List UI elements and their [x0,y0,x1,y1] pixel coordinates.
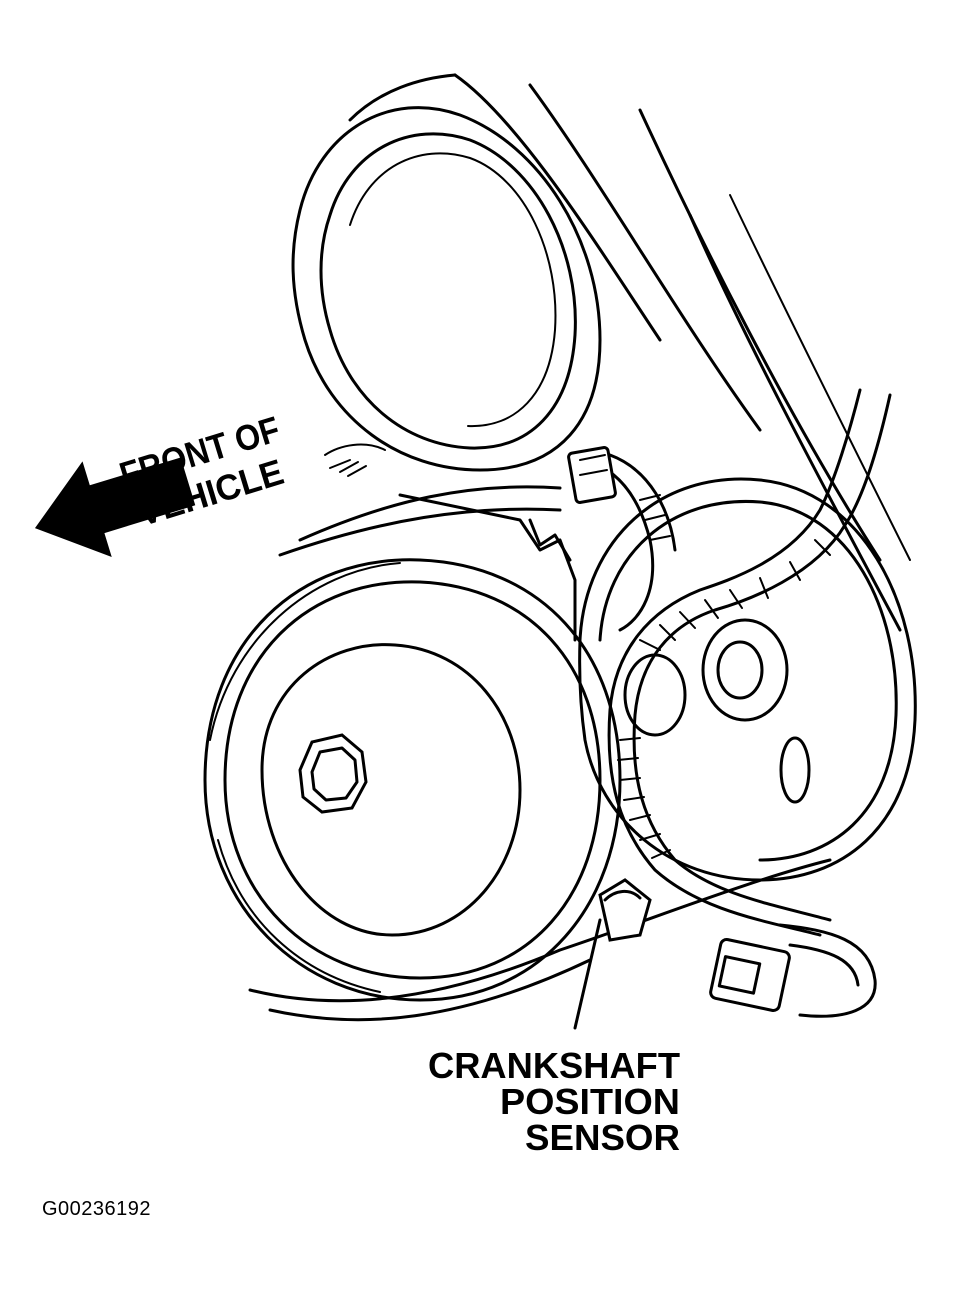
crank-sensor-ring [578,477,917,882]
engine-bracket [324,443,577,642]
upper-pulley [291,73,762,472]
figure-id: G00236192 [42,1198,152,1220]
drive-belt [248,108,911,1022]
crankshaft-sensor-label: CRANKSHAFT POSITION SENSOR [428,1045,680,1158]
sensor-label-line2: POSITION [500,1081,680,1122]
sensor-label-line1: CRANKSHAFT [428,1045,680,1086]
sensor-leader-line [573,918,602,1030]
lower-pulley [203,558,622,1002]
front-of-vehicle-label: FRONT OF VEHICLE [115,408,288,534]
crankshaft-position-sensor [598,878,652,942]
sensor-label-line3: SENSOR [525,1117,680,1158]
front-arrow-icon [34,457,196,557]
sensor-connector [709,923,877,1018]
wiring-harness [567,388,892,1018]
